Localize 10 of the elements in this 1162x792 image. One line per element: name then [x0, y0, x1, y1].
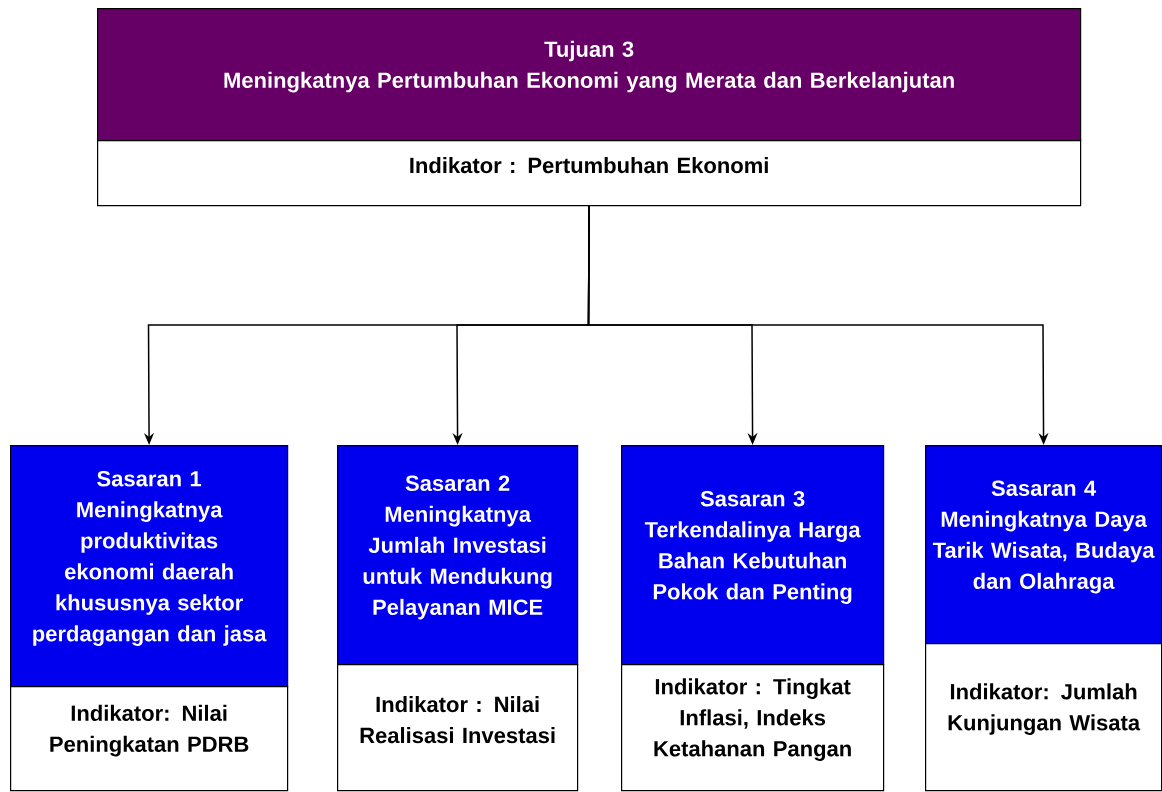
goal-box: Tujuan 3 Meningkatnya Pertumbuhan Ekonomi yang Merata dan Berkelanjutan: [97, 8, 1082, 142]
target-box: Sasaran 2 Meningkatnya Jumlah Investasi untuk Mendukung Pelayanan MICE: [337, 445, 579, 666]
indicator-box: Indikator : Pertumbuhan Ekonomi: [97, 140, 1082, 207]
indicator-box: Indikator : Tingkat Inflasi, Indeks Ketahanan Pangan: [621, 664, 885, 792]
indicator-box: Indikator: Nilai Peningkatan PDRB: [10, 686, 289, 792]
target-box: Sasaran 3 Terkendalinya Harga Bahan Kebutuhan Pokok dan Penting: [621, 445, 885, 666]
target-box: Sasaran 1 Meningkatnya produktivitas ekonomi daerah khususnya sektor perdagangan dan jasa: [10, 445, 289, 688]
indicator-box: Indikator: Jumlah Kunjungan Wisata: [925, 643, 1162, 792]
target-box: Sasaran 4 Meningkatnya Daya Tarik Wisata, Budaya dan Olahraga: [925, 445, 1162, 645]
indicator-box: Indikator : Nilai Realisasi Investasi: [337, 664, 579, 792]
